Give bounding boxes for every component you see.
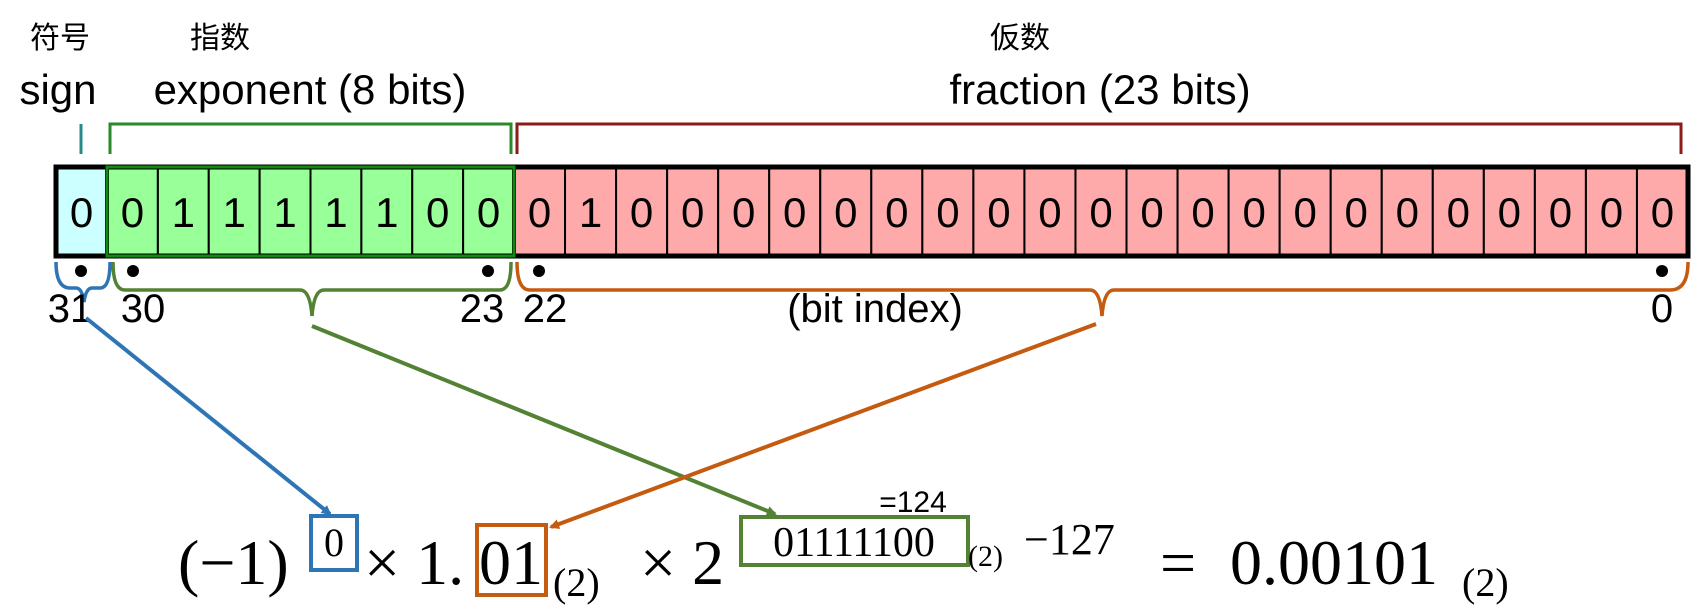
bit-index-0: 0	[1651, 287, 1673, 331]
fraction-bit-value: 0	[1345, 189, 1368, 236]
bit-0-dot	[1656, 265, 1668, 277]
exponent-bit-value: 1	[223, 189, 246, 236]
sign-bit-value: 0	[70, 189, 93, 236]
fraction-bit-cell	[1329, 166, 1383, 257]
bit-row-border	[53, 164, 1691, 259]
fraction-bit-value: 0	[681, 189, 704, 236]
fraction-bit-value: 0	[630, 189, 653, 236]
exponent-highlight	[105, 165, 516, 258]
fraction-bit-value: 1	[579, 189, 602, 236]
fraction-bit-cell	[921, 166, 975, 257]
exponent-label-cn: 指数	[190, 21, 250, 56]
formula-open: (−1)	[178, 527, 289, 598]
fraction-bit-value: 0	[1293, 189, 1316, 236]
exponent-bracket	[108, 122, 513, 154]
fraction-bit-value: 0	[1089, 189, 1112, 236]
bit-23-dot	[482, 265, 494, 277]
fraction-bit-cell	[972, 166, 1026, 257]
exponent-bit-value: 0	[121, 189, 144, 236]
formula-result: 0.00101	[1230, 527, 1438, 598]
fraction-arrow	[549, 322, 1097, 529]
fraction-bit-cell	[1533, 166, 1587, 257]
formula-minus-bias: −127	[1024, 515, 1115, 564]
fraction-bit-cell	[564, 166, 618, 257]
fraction-bit-value: 0	[1498, 189, 1521, 236]
fraction-bit-value: 0	[1191, 189, 1214, 236]
bit-index-caption: (bit index)	[787, 287, 963, 331]
fraction-brace	[515, 261, 1690, 317]
fraction-bit-value: 0	[1549, 189, 1572, 236]
bit-31-dot	[75, 265, 87, 277]
formula-mantissa: 01	[479, 527, 543, 598]
fraction-bit-value: 0	[1140, 189, 1163, 236]
bit-22-dot	[533, 265, 545, 277]
exponent-bit-value: 1	[273, 189, 296, 236]
fraction-bit-value: 0	[732, 189, 755, 236]
exponent-bit-cell	[462, 166, 515, 257]
fraction-bit-value: 0	[885, 189, 908, 236]
fraction-bit-value: 0	[783, 189, 806, 236]
fraction-bit-value: 0	[1242, 189, 1265, 236]
formula-times-two: × 2	[640, 527, 724, 598]
mantissa-box	[475, 523, 548, 597]
sign-brace	[54, 261, 112, 303]
exponent-bit-value: 0	[477, 189, 500, 236]
formula-base-subscript: (2)	[553, 560, 600, 605]
formula-times-one: × 1.	[364, 527, 464, 598]
formula: (−1) 0 × 1. 01 (2) × 2 =124 01111100 (2)…	[178, 486, 1509, 605]
sign-label: sign	[19, 66, 96, 113]
fraction-bit-value: 0	[987, 189, 1010, 236]
fraction-bit-value: 0	[1600, 189, 1623, 236]
formula-sign-exponent: 0	[324, 520, 344, 565]
fraction-bit-value: 0	[1396, 189, 1419, 236]
fraction-bit-cell	[1635, 166, 1690, 257]
formula-result-subscript: (2)	[1462, 560, 1509, 605]
fraction-bit-cell	[1431, 166, 1485, 257]
formula-exponent-subscript: (2)	[968, 540, 1003, 573]
fraction-bit-value: 0	[1447, 189, 1470, 236]
fraction-bit-value: 0	[1651, 189, 1674, 236]
sign-arrow	[84, 316, 332, 516]
fraction-bit-value: 0	[936, 189, 959, 236]
fraction-bit-cell	[768, 166, 822, 257]
formula-exponent-bits: 01111100	[773, 520, 935, 566]
bit-index-30: 30	[121, 287, 166, 331]
exponent-bit-value: 0	[426, 189, 449, 236]
exponent-bits-box	[739, 515, 970, 567]
fraction-bit-cell	[1482, 166, 1536, 257]
fraction-label-cn: 仮数	[990, 21, 1050, 56]
exponent-decimal: =124	[879, 486, 947, 519]
fraction-bracket	[515, 122, 1683, 154]
exponent-label: exponent (8 bits)	[154, 66, 467, 113]
fraction-bit-cell	[666, 166, 720, 257]
exponent-arrow	[311, 324, 777, 516]
fraction-bit-cell	[1380, 166, 1434, 257]
fraction-label: fraction (23 bits)	[949, 66, 1250, 113]
formula-equals: =	[1160, 527, 1196, 598]
bit-index-31: 31	[48, 287, 93, 331]
exponent-brace	[111, 261, 513, 317]
sign-label-cn: 符号	[30, 21, 90, 56]
exponent-bit-value: 1	[172, 189, 195, 236]
fraction-bit-value: 0	[1038, 189, 1061, 236]
sign-box	[309, 514, 359, 572]
fraction-bit-cell	[513, 166, 567, 257]
bit-30-dot	[127, 265, 139, 277]
exponent-bit-value: 1	[324, 189, 347, 236]
exponent-bit-value: 1	[375, 189, 398, 236]
bit-index-23: 23	[460, 287, 505, 331]
bit-index-22: 22	[523, 287, 568, 331]
fraction-bit-value: 0	[528, 189, 551, 236]
fraction-bit-value: 0	[834, 189, 857, 236]
